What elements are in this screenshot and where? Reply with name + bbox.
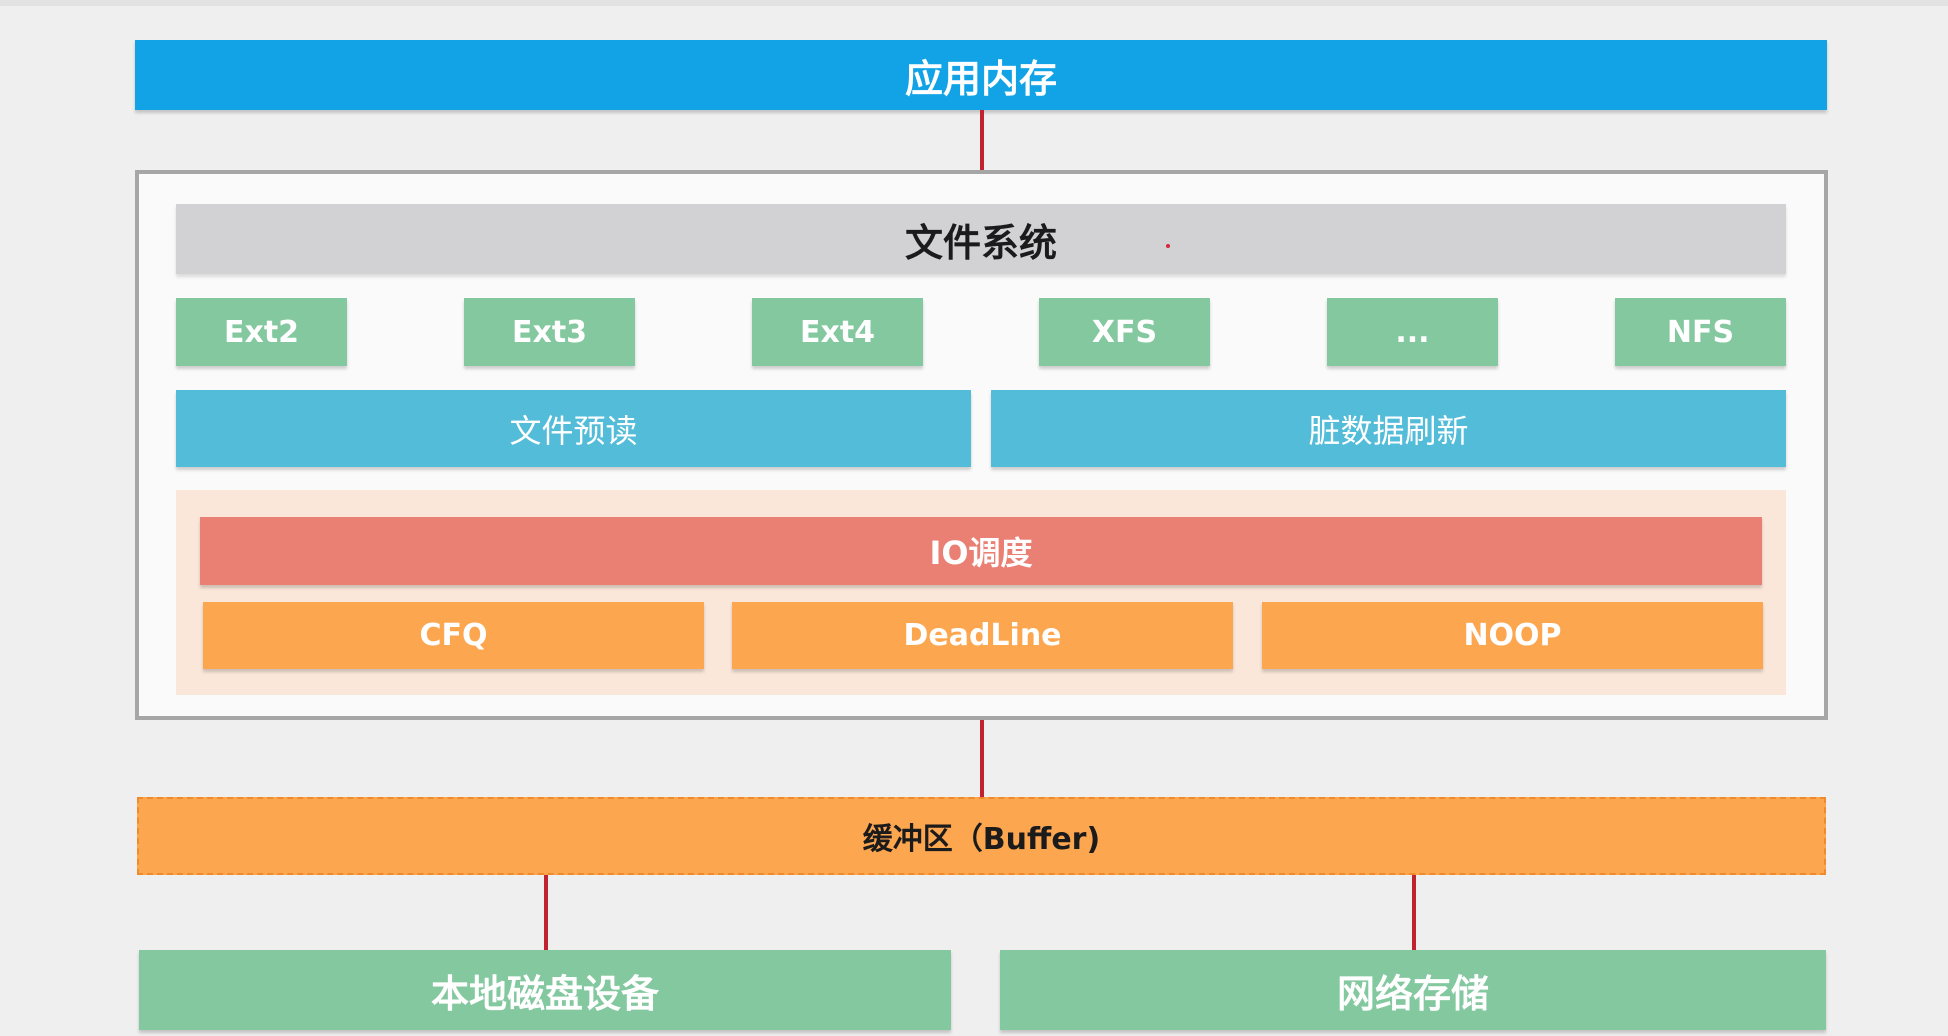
connector-app-to-fs [980, 110, 984, 170]
fs-type-label: Ext2 [223, 314, 300, 350]
fs-type-ext3: Ext3 [464, 298, 635, 366]
file-system-title-bar: 文件系统 [176, 204, 1786, 274]
scheduler-label: DeadLine [903, 618, 1062, 653]
fs-type-ext4: Ext4 [752, 298, 923, 366]
connector-buffer-to-network-storage [1412, 875, 1416, 950]
device-label: 网络存储 [1336, 971, 1489, 1016]
fs-type-more: ... [1327, 298, 1498, 366]
scheduler-cfq: CFQ [203, 602, 704, 669]
fs-type-nfs: NFS [1615, 298, 1786, 366]
fs-type-label: NFS [1666, 314, 1735, 350]
device-label: 本地磁盘设备 [430, 971, 659, 1016]
file-system-title: 文件系统 [904, 220, 1057, 265]
fs-type-ext2: Ext2 [176, 298, 347, 366]
top-strip [0, 0, 1948, 6]
scheduler-label: CFQ [419, 618, 488, 653]
feature-label: 脏数据刷新 [1308, 411, 1469, 450]
device-network-storage: 网络存储 [1000, 950, 1826, 1030]
buffer-label: 缓冲区（Buffer) [862, 822, 1101, 857]
scheduler-noop: NOOP [1262, 602, 1763, 669]
feature-label: 文件预读 [509, 411, 638, 450]
feature-dirty-flush: 脏数据刷新 [991, 390, 1786, 467]
fs-type-xfs: XFS [1039, 298, 1210, 366]
fs-type-label: ... [1395, 314, 1430, 350]
red-dot [1166, 244, 1170, 248]
app-memory-label: 应用内存 [904, 56, 1057, 101]
fs-type-label: Ext4 [799, 314, 876, 350]
io-scheduling-title: IO调度 [929, 534, 1033, 572]
feature-readahead: 文件预读 [176, 390, 971, 467]
fs-type-label: Ext3 [511, 314, 588, 350]
scheduler-deadline: DeadLine [732, 602, 1233, 669]
scheduler-label: NOOP [1463, 618, 1562, 653]
app-memory-bar: 应用内存 [135, 40, 1827, 110]
device-local-disk: 本地磁盘设备 [139, 950, 951, 1030]
connector-fs-to-buffer [980, 720, 984, 797]
io-scheduling-title-bar: IO调度 [200, 517, 1762, 585]
fs-type-label: XFS [1091, 314, 1158, 350]
buffer-bar: 缓冲区（Buffer) [137, 797, 1826, 875]
connector-buffer-to-local-disk [544, 875, 548, 950]
